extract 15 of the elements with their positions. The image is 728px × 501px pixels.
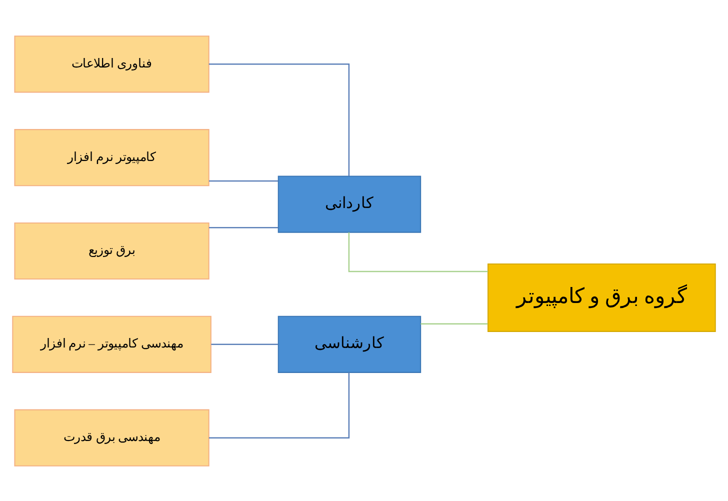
connector [208,226,278,228]
connector [208,372,350,438]
connector [211,343,278,345]
connector [348,232,488,272]
node-box: کامپیوتر نرم افزار [14,128,210,186]
node-box: فناوری اطلاعات [14,35,210,92]
node-box: کاردانی [278,175,422,232]
node-box: مهندسی برق قدرت [14,408,210,466]
connector [420,322,488,324]
connector [208,63,350,176]
node-box: مهندسی کامپیوتر – نرم افزار [12,315,212,372]
node-box: گروه برق و کامپیوتر [488,262,716,332]
node-box: برق توزیع [14,222,210,280]
node-box: کارشناسی [278,315,422,372]
connector [208,180,278,182]
